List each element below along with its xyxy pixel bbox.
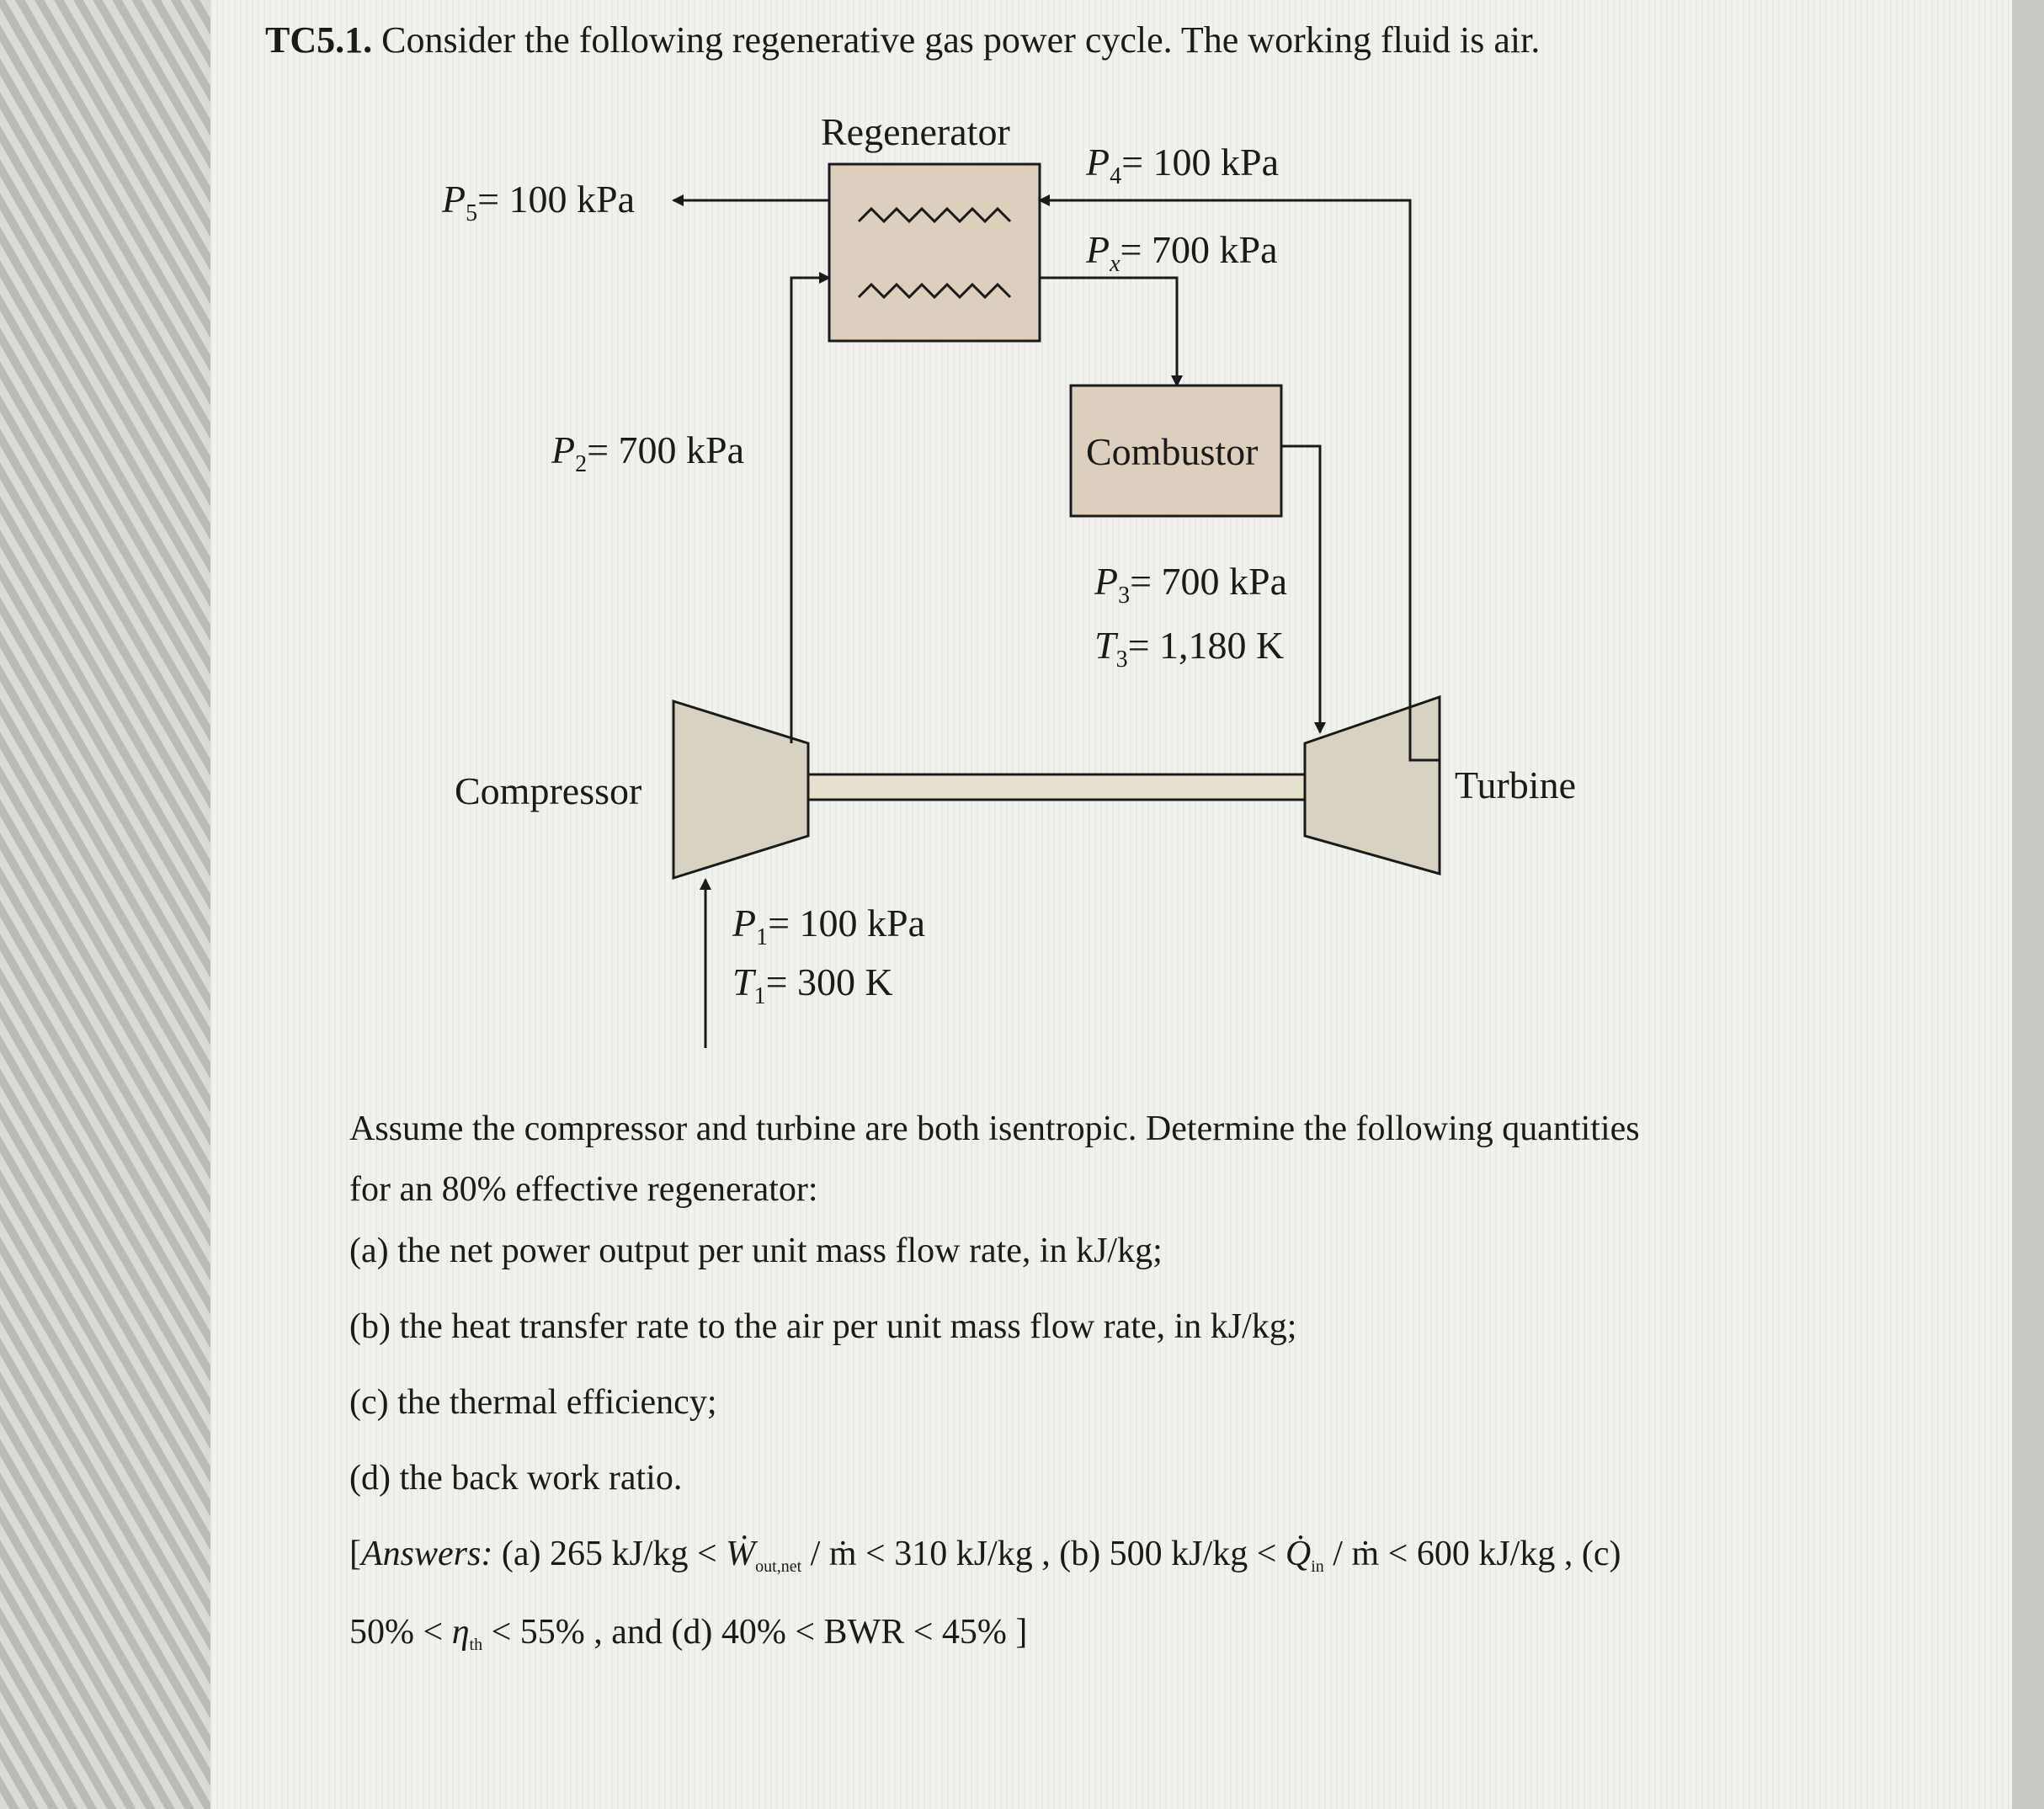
answers-label: Answers:	[361, 1535, 493, 1573]
question-a: (a) the net power output per unit mass f…	[349, 1232, 1163, 1270]
combustor-label: Combustor	[1086, 430, 1258, 473]
cycle-diagram: Regenerator Combustor Compressor Turbine…	[441, 110, 1576, 1048]
state-4-pressure: P4= 100 kPa	[1085, 141, 1279, 189]
flow-combustor-to-turbine	[1281, 444, 1326, 734]
compressor-shape	[672, 699, 810, 881]
turbine-shape	[1303, 694, 1441, 875]
flow-regenerator-to-combustor	[1040, 276, 1183, 387]
regenerator-coil-bottom	[857, 282, 1012, 300]
shaft	[806, 773, 1307, 801]
question-c: (c) the thermal efficiency;	[349, 1383, 717, 1422]
compressor-label: Compressor	[455, 769, 641, 812]
answers-line-1: [Answers: (a) 265 kJ/kg < Ẇout,net / ṁ <…	[349, 1535, 1621, 1576]
flow-compressor-to-regenerator	[790, 272, 831, 743]
problem-number: TC5.1.	[265, 19, 373, 61]
problem-title: TC5.1. Consider the following regenerati…	[265, 19, 1540, 61]
regenerator-label: Regenerator	[821, 110, 1010, 153]
turbine-label: Turbine	[1455, 764, 1576, 806]
state-1-temperature: T1= 300 K	[732, 960, 893, 1009]
regenerator-box	[828, 162, 1041, 343]
background-left-edge	[0, 0, 210, 1809]
question-d: (d) the back work ratio.	[349, 1459, 683, 1498]
state-2-pressure: P2= 700 kPa	[551, 428, 744, 477]
combustor-box	[1069, 384, 1283, 518]
problem-prompt: Assume the compressor and turbine are bo…	[349, 1099, 1640, 1220]
problem-statement: Consider the following regenerative gas …	[381, 19, 1541, 61]
state-x-pressure: Px= 700 kPa	[1085, 228, 1278, 277]
regenerator-coil-top	[857, 206, 1012, 224]
prompt-line-1: Assume the compressor and turbine are bo…	[349, 1109, 1640, 1148]
prompt-line-2: for an 80% effective regenerator:	[349, 1170, 818, 1209]
answers-line-2: 50% < ηth < 55% , and (d) 40% < BWR < 45…	[349, 1613, 1028, 1654]
question-b: (b) the heat transfer rate to the air pe…	[349, 1307, 1297, 1346]
flow-turbine-to-regenerator	[1038, 194, 1440, 762]
background-right-edge	[2012, 0, 2044, 1809]
regenerator	[828, 162, 1041, 343]
state-3-temperature: T3= 1,180 K	[1094, 624, 1284, 673]
state-3-pressure: P3= 700 kPa	[1094, 560, 1287, 609]
state-1-pressure: P1= 100 kPa	[732, 902, 925, 950]
state-5-pressure: P5= 100 kPa	[441, 178, 635, 226]
